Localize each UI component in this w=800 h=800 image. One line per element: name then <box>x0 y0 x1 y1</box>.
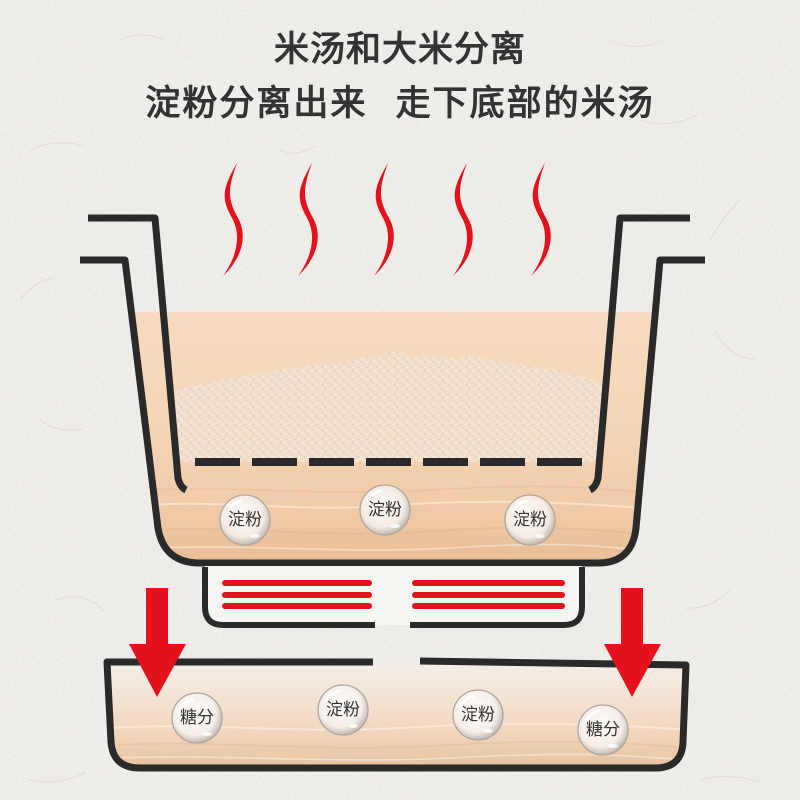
droplet-bubble-icon <box>359 484 411 536</box>
collection-tray-outline <box>103 657 690 772</box>
paper-fiber <box>39 419 86 431</box>
heating-plate-left-outline <box>202 567 375 628</box>
droplet-bubble-icon <box>577 704 629 756</box>
bubble-shine <box>348 724 358 728</box>
liquid-streak <box>149 485 641 493</box>
heating-element <box>412 603 565 609</box>
heating-element <box>222 592 372 598</box>
paper-fiber <box>29 142 86 151</box>
steam-wave-icon <box>298 163 318 276</box>
heating-element <box>412 580 565 586</box>
starch-bubble: 淀粉 <box>359 484 411 536</box>
bubble-highlight <box>226 499 243 513</box>
steam-wave-icon <box>374 163 394 276</box>
title-line-2: 淀粉分离出来 走下底部的米汤 <box>145 84 655 124</box>
bubble-highlight <box>459 694 476 708</box>
bubble-label: 淀粉 <box>513 510 547 530</box>
paper-fiber <box>699 776 761 783</box>
heating-plate-right-outline <box>410 567 585 628</box>
bubble-highlight <box>511 499 528 513</box>
paper-fiber <box>19 277 56 301</box>
rice-layer <box>172 351 607 462</box>
bubble-label: 淀粉 <box>326 700 360 720</box>
starch-bubble: 淀粉 <box>504 494 556 546</box>
starch-bubble: 淀粉 <box>219 494 271 546</box>
paper-fiber <box>279 145 316 154</box>
bubble-highlight <box>584 709 601 723</box>
steam-wave-icon <box>531 163 551 276</box>
droplet-bubble-icon <box>171 692 223 744</box>
bubble-highlight <box>366 489 383 503</box>
tray-streak <box>109 753 686 761</box>
heating-element <box>412 592 565 598</box>
droplet-bubble-icon <box>452 689 504 741</box>
heating-element <box>222 603 372 609</box>
bubble-shine <box>608 744 618 748</box>
paper-fiber <box>119 34 166 41</box>
arrow-head <box>129 644 186 697</box>
heating-element <box>222 580 372 586</box>
arrow-down-icon <box>129 588 186 697</box>
droplet-bubble-icon <box>317 684 369 736</box>
bubble-shine <box>250 534 260 538</box>
bubble-shine <box>535 534 545 538</box>
paper-fiber <box>639 113 699 125</box>
collection-tray-liquid <box>107 662 686 768</box>
outer-pot-outline <box>80 256 705 567</box>
paper-fiber <box>684 589 731 609</box>
steam-wave-icon <box>453 163 473 276</box>
droplet-bubble-icon <box>219 494 271 546</box>
steam-group <box>223 163 551 276</box>
bubble-label: 淀粉 <box>228 510 262 530</box>
bubble-label: 糖分 <box>180 708 214 728</box>
bubble-label: 淀粉 <box>461 705 495 725</box>
paper-fiber <box>709 199 741 241</box>
sugar-bubble: 糖分 <box>171 692 223 744</box>
bubble-highlight <box>324 689 341 703</box>
bubble-label: 糖分 <box>586 720 620 740</box>
inner-basket-right-wall <box>588 214 690 494</box>
bubble-shine <box>202 732 212 736</box>
heating-plate <box>202 566 585 628</box>
starch-bubble: 淀粉 <box>452 689 504 741</box>
arrow-down-icon <box>604 588 661 697</box>
bubble-label: 淀粉 <box>368 500 402 520</box>
bubble-shine <box>483 729 493 733</box>
paper-fibers <box>19 34 761 783</box>
arrow-head <box>604 644 661 697</box>
sugar-bubble: 糖分 <box>577 704 629 756</box>
title-line-1: 米汤和大米分离 <box>273 30 526 70</box>
paper-fiber <box>29 771 86 783</box>
paper-fiber <box>609 39 661 47</box>
liquid-streak <box>149 543 641 551</box>
arrow-shaft <box>146 588 168 646</box>
paper-fiber <box>714 329 756 361</box>
bubble-highlight <box>178 697 195 711</box>
inner-basket-left-wall <box>88 214 188 494</box>
arrow-shaft <box>621 588 643 646</box>
steam-wave-icon <box>223 163 243 276</box>
droplet-bubble-icon <box>504 494 556 546</box>
starch-bubble: 淀粉 <box>317 684 369 736</box>
paper-fiber <box>54 596 106 613</box>
bubble-shine <box>390 524 400 528</box>
